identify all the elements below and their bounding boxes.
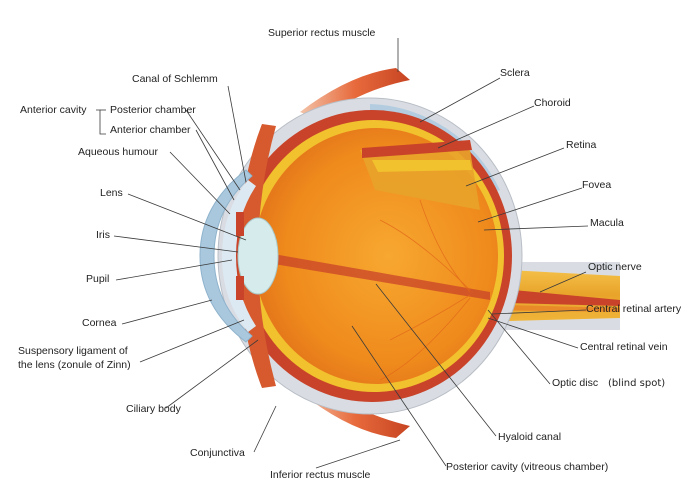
label-anterior-cavity: Anterior cavity [20,104,87,116]
retinal-vessels [379,199,471,381]
label-posterior-chamber: Posterior chamber [110,104,196,116]
label-suspensory-ligament-line2: the lens (zonule of Zinn) [18,359,131,371]
label-optic-nerve: Optic nerve [588,261,642,273]
label-fovea: Fovea [582,179,611,191]
label-cornea: Cornea [82,317,117,329]
label-central-retinal-artery: Central retinal artery [586,303,682,315]
label-aqueous-humour: Aqueous humour [78,146,158,158]
label-blind-spot: (blind spot) [608,378,665,389]
label-sclera: Sclera [500,67,530,79]
label-optic-disc: Optic disc [552,377,598,389]
label-superior-rectus-muscle: Superior rectus muscle [268,27,376,39]
label-anterior-chamber: Anterior chamber [110,124,191,136]
label-suspensory-ligament-line1: Suspensory ligament of [18,345,128,357]
label-ciliary-body: Ciliary body [126,403,182,415]
label-macula: Macula [590,217,624,229]
label-posterior-cavity: Posterior cavity (vitreous chamber) [446,461,608,473]
label-central-retinal-vein: Central retinal vein [580,341,668,353]
hyaloid-canal-shape [262,252,490,300]
label-pupil: Pupil [86,273,109,285]
iris-shape [236,212,244,236]
label-choroid: Choroid [534,97,571,109]
cornea-shape [199,169,253,343]
label-iris: Iris [96,229,110,241]
label-retina: Retina [566,139,597,151]
label-canal-of-schlemm: Canal of Schlemm [132,73,218,85]
label-inferior-rectus-muscle: Inferior rectus muscle [270,469,371,481]
label-conjunctiva: Conjunctiva [190,447,245,459]
label-hyaloid-canal: Hyaloid canal [498,431,561,443]
label-lens: Lens [100,187,123,199]
leader-lines [96,38,589,469]
lens-shape [237,217,279,295]
